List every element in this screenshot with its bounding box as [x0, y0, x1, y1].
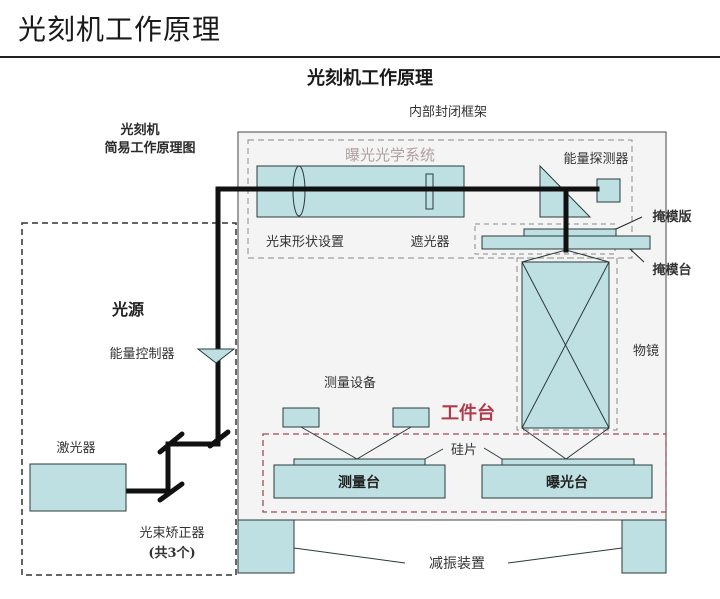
objective-label: 物镜	[633, 344, 659, 359]
measurement-ray-left	[300, 426, 358, 460]
mask-label: 掩模版	[652, 209, 691, 225]
wafer-leader-left	[424, 448, 444, 460]
beam-corrector-label: 光束矫正器	[139, 526, 204, 541]
exposure-optics-label: 曝光光学系统	[345, 146, 435, 164]
mask-stage-label: 掩模台	[652, 262, 691, 278]
damper-leader-left	[293, 547, 406, 564]
title-divider	[0, 56, 720, 58]
wafer-stage-group-label: 工件台	[441, 402, 495, 424]
page-title: 光刻机工作原理	[18, 13, 222, 46]
wafer-left	[293, 458, 426, 466]
mirror-1	[157, 481, 185, 503]
light-source-region	[21, 222, 237, 576]
beam-correctors	[157, 429, 231, 503]
mask-plate	[523, 228, 617, 237]
wafer-right	[501, 458, 635, 466]
objective-cross-2	[521, 261, 610, 429]
beam-main	[123, 186, 600, 494]
measurement-sensor-left	[282, 407, 320, 428]
wafer-label: 硅片	[451, 443, 477, 458]
beam-path	[123, 186, 600, 494]
measurement-stage-label: 测量台	[338, 474, 380, 491]
vibration-damper-left	[237, 519, 295, 574]
wafer-stage-region	[262, 433, 667, 513]
objective-region	[516, 257, 618, 431]
objective-top-ray-l	[521, 249, 567, 263]
objective-bottom-ray-r	[565, 427, 610, 460]
energy-controller-label: 能量控制器	[109, 347, 174, 362]
energy-controller	[196, 348, 236, 364]
enclosure-label: 内部封闭框架	[409, 104, 487, 120]
light-source-label: 光源	[111, 300, 144, 319]
diagram-title: 光刻机工作原理	[306, 67, 433, 89]
energy-detector-label: 能量探测器	[563, 152, 628, 167]
beam-shaping-label: 光束形状设置	[266, 235, 344, 250]
mask-leader	[615, 216, 643, 230]
measurement-ray-right	[356, 426, 412, 460]
shutter-label: 遮光器	[410, 234, 449, 250]
objective-top-ray-r	[565, 249, 610, 263]
damper-leader-right	[507, 547, 623, 564]
mirror-3	[207, 429, 231, 449]
mask-stage-leader	[629, 248, 645, 263]
wafer-leader-right	[483, 447, 503, 460]
beam-corrector-count: (共3个)	[148, 545, 195, 561]
laser-label: 激光器	[56, 441, 95, 456]
subtitle-line1: 光刻机	[119, 122, 159, 138]
measurement-equipment-label: 测量设备	[324, 375, 376, 391]
measurement-stage	[273, 464, 446, 499]
subtitle-line2: 简易工作原理图	[104, 140, 195, 156]
mirror-2	[157, 431, 185, 455]
measurement-sensor-right	[392, 407, 430, 428]
exposure-optics-region	[247, 139, 633, 259]
energy-detector	[596, 178, 621, 203]
exposure-stage	[481, 464, 653, 499]
vibration-damper-right	[621, 519, 667, 574]
vibration-damper-label: 减振装置	[429, 556, 485, 572]
laser	[29, 463, 127, 512]
objective-bottom-ray-l	[521, 427, 567, 460]
exposure-stage-label: 曝光台	[546, 474, 588, 491]
